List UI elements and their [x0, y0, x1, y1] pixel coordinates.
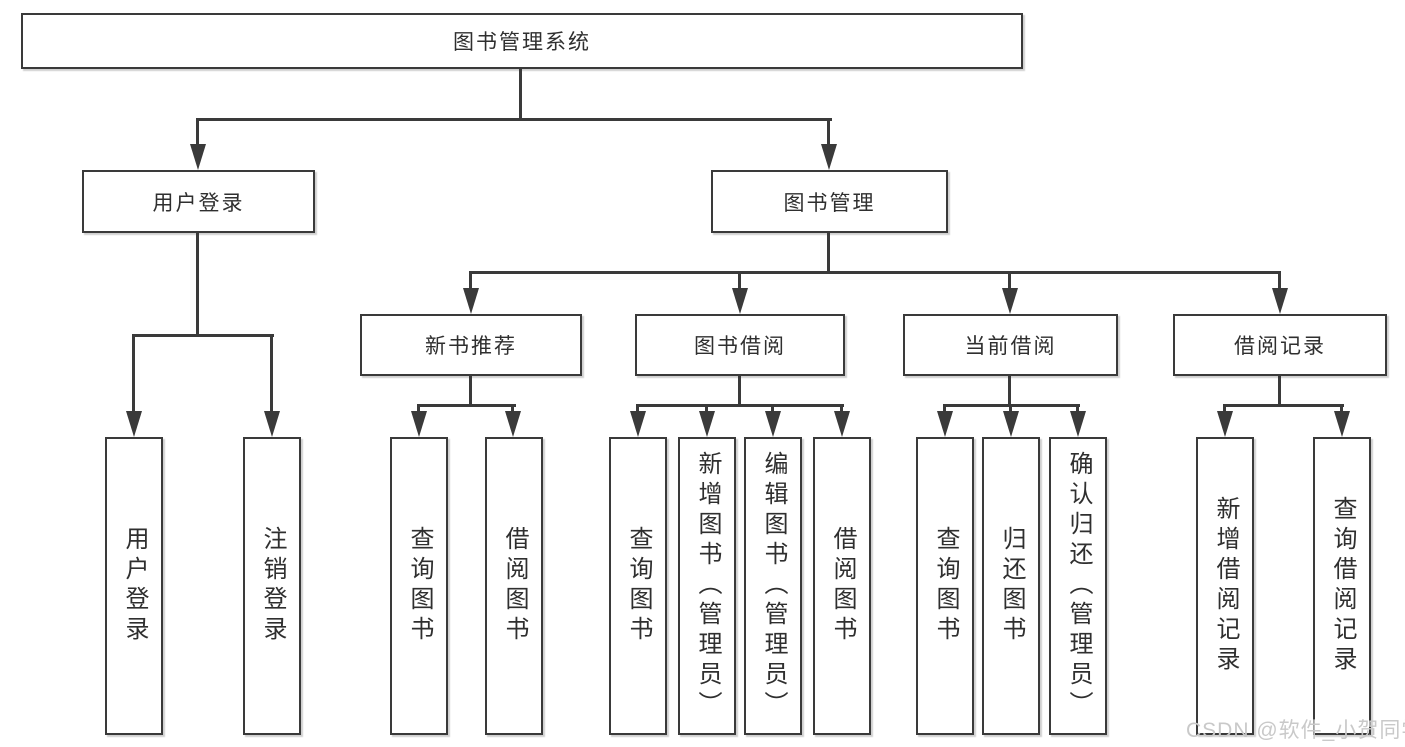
node-library-management-system: 图书管理系统	[21, 13, 1023, 69]
node-label: 新增借阅记录	[1212, 496, 1239, 676]
connector-leaf-drop	[943, 405, 946, 413]
connector-current-borrow-stem	[1008, 376, 1011, 407]
node-label: 图书管理系统	[453, 31, 591, 54]
connector-level2-bar	[469, 271, 1281, 274]
connector-book-borrow-bar	[636, 404, 844, 407]
connector-leaf-drop	[636, 405, 639, 413]
node-label: 查询图书	[932, 526, 959, 646]
node-label: 用户登录	[152, 191, 245, 215]
arrow-down-icon	[126, 411, 142, 437]
node-label: 图书管理	[783, 191, 876, 215]
leaf-borrow-books: 借阅图书	[813, 437, 871, 735]
connector-leaf-drop	[270, 337, 273, 413]
node-book-management: 图书管理	[711, 170, 948, 233]
leaf-edit-books-admin: 编辑图书（管理员）	[744, 437, 802, 735]
arrow-down-icon	[1272, 288, 1288, 314]
connector-leaf-drop	[132, 337, 135, 413]
arrow-down-icon	[1217, 411, 1233, 437]
arrow-down-icon	[765, 411, 781, 437]
node-label: 当前借阅	[964, 335, 1057, 358]
arrow-down-icon	[411, 411, 427, 437]
node-label: 新书推荐	[425, 335, 517, 358]
node-label: 借阅记录	[1234, 335, 1326, 358]
node-label: 归还图书	[998, 526, 1025, 646]
connector-book-mgmt-drop	[827, 120, 830, 146]
connector-drop	[1008, 274, 1011, 290]
connector-user-login-bar	[132, 334, 274, 337]
connector-leaf-drop	[1340, 405, 1343, 413]
leaf-query-borrow-record: 查询借阅记录	[1313, 437, 1371, 735]
arrow-down-icon	[505, 411, 521, 437]
connector-leaf-drop	[840, 405, 843, 413]
leaf-user-login: 用户登录	[105, 437, 163, 735]
connector-borrow-record-bar	[1223, 404, 1344, 407]
arrow-down-icon	[264, 411, 280, 437]
connector-book-mgmt-stem	[827, 233, 830, 274]
arrow-down-icon	[1334, 411, 1350, 437]
connector-book-borrow-stem	[738, 376, 741, 407]
connector-drop	[469, 274, 472, 290]
connector-root-stem	[519, 69, 522, 120]
leaf-query-books-borrowing: 查询图书	[609, 437, 667, 735]
connector-leaf-drop	[1009, 405, 1012, 413]
connector-level1-bar	[196, 118, 832, 121]
connector-borrow-record-stem	[1278, 376, 1281, 407]
node-new-book-recommend: 新书推荐	[360, 314, 582, 376]
leaf-confirm-return-admin: 确认归还（管理员）	[1049, 437, 1107, 735]
arrow-down-icon	[821, 144, 837, 170]
node-label: 用户登录	[121, 526, 148, 646]
leaf-return-books: 归还图书	[982, 437, 1040, 735]
connector-user-login-drop	[196, 120, 199, 146]
arrow-down-icon	[1070, 411, 1086, 437]
connector-new-book-stem	[469, 376, 472, 407]
arrow-down-icon	[190, 144, 206, 170]
arrow-down-icon	[732, 288, 748, 314]
node-user-login: 用户登录	[82, 170, 315, 233]
arrow-down-icon	[834, 411, 850, 437]
leaf-add-books-admin: 新增图书（管理员）	[678, 437, 736, 735]
connector-leaf-drop	[511, 405, 514, 413]
connector-leaf-drop	[771, 405, 774, 413]
node-book-borrowing: 图书借阅	[635, 314, 845, 376]
node-borrowing-records: 借阅记录	[1173, 314, 1387, 376]
node-label: 确认归还（管理员）	[1065, 451, 1092, 721]
arrow-down-icon	[1003, 411, 1019, 437]
node-label: 借阅图书	[829, 526, 856, 646]
leaf-query-books-recommend: 查询图书	[390, 437, 448, 735]
leaf-borrow-books-recommend: 借阅图书	[485, 437, 543, 735]
node-label: 查询借阅记录	[1329, 496, 1356, 676]
node-current-borrowing: 当前借阅	[903, 314, 1118, 376]
node-label: 新增图书（管理员）	[694, 451, 721, 721]
arrow-down-icon	[463, 288, 479, 314]
arrow-down-icon	[1002, 288, 1018, 314]
connector-drop	[738, 274, 741, 290]
node-label: 查询图书	[406, 526, 433, 646]
leaf-add-borrow-record: 新增借阅记录	[1196, 437, 1254, 735]
leaf-query-books-current: 查询图书	[916, 437, 974, 735]
arrow-down-icon	[630, 411, 646, 437]
connector-leaf-drop	[1076, 405, 1079, 413]
connector-leaf-drop	[705, 405, 708, 413]
node-label: 借阅图书	[501, 526, 528, 646]
node-label: 编辑图书（管理员）	[760, 451, 787, 721]
connector-drop	[1278, 274, 1281, 290]
arrow-down-icon	[937, 411, 953, 437]
leaf-logout: 注销登录	[243, 437, 301, 735]
connector-leaf-drop	[1223, 405, 1226, 413]
connector-new-book-bar	[417, 404, 516, 407]
node-label: 注销登录	[259, 526, 286, 646]
csdn-watermark: CSDN @软件_小贺同学	[1186, 719, 1405, 742]
connector-leaf-drop	[417, 405, 420, 413]
node-label: 查询图书	[625, 526, 652, 646]
arrow-down-icon	[699, 411, 715, 437]
connector-user-login-stem	[196, 233, 199, 337]
node-label: 图书借阅	[694, 335, 786, 358]
